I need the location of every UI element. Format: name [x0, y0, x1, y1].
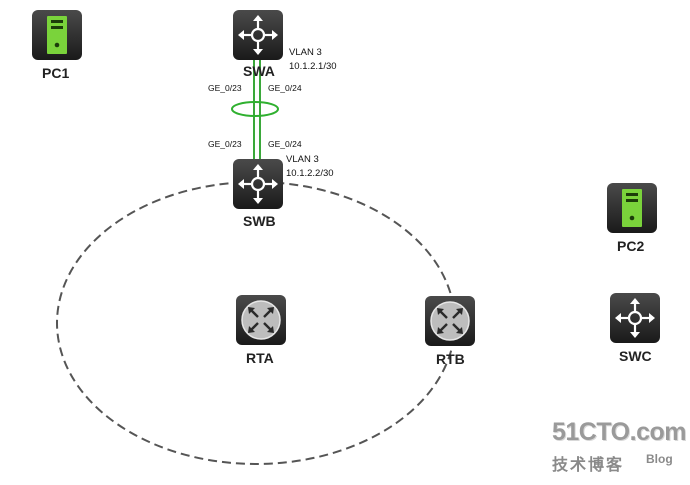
swa-port-left: GE_0/23: [208, 83, 242, 93]
rtb-router-icon[interactable]: [425, 296, 475, 346]
rta-router-icon[interactable]: [236, 295, 286, 345]
swa-switch-icon[interactable]: [233, 10, 283, 60]
swb-port-right: GE_0/24: [268, 139, 302, 149]
swb-switch-icon[interactable]: [233, 159, 283, 209]
pc2-icon[interactable]: [607, 183, 657, 233]
pc2-label: PC2: [617, 238, 645, 254]
swa-port-right: GE_0/24: [268, 83, 302, 93]
swa-label: SWA: [243, 63, 275, 79]
rtb-label: RTB: [436, 351, 465, 367]
link-aggregation-ring: [231, 101, 279, 117]
swb-vlan-name: VLAN 3: [286, 154, 319, 165]
swc-switch-icon[interactable]: [610, 293, 660, 343]
watermark-main: 51CTO.com: [552, 418, 686, 446]
swb-vlan-ip: 10.1.2.2/30: [286, 168, 334, 179]
watermark-sub: 技术博客: [552, 457, 625, 474]
pc1-icon[interactable]: [32, 10, 82, 60]
pc1-label: PC1: [42, 65, 70, 81]
swc-label: SWC: [619, 348, 652, 364]
swa-vlan-ip: 10.1.2.1/30: [289, 61, 337, 72]
rta-label: RTA: [246, 350, 274, 366]
watermark-blog: Blog: [646, 452, 673, 466]
watermark: 51CTO.com 技术博客 Blog: [552, 418, 686, 474]
swb-port-left: GE_0/23: [208, 139, 242, 149]
swa-vlan-name: VLAN 3: [289, 47, 322, 58]
swb-label: SWB: [243, 213, 276, 229]
